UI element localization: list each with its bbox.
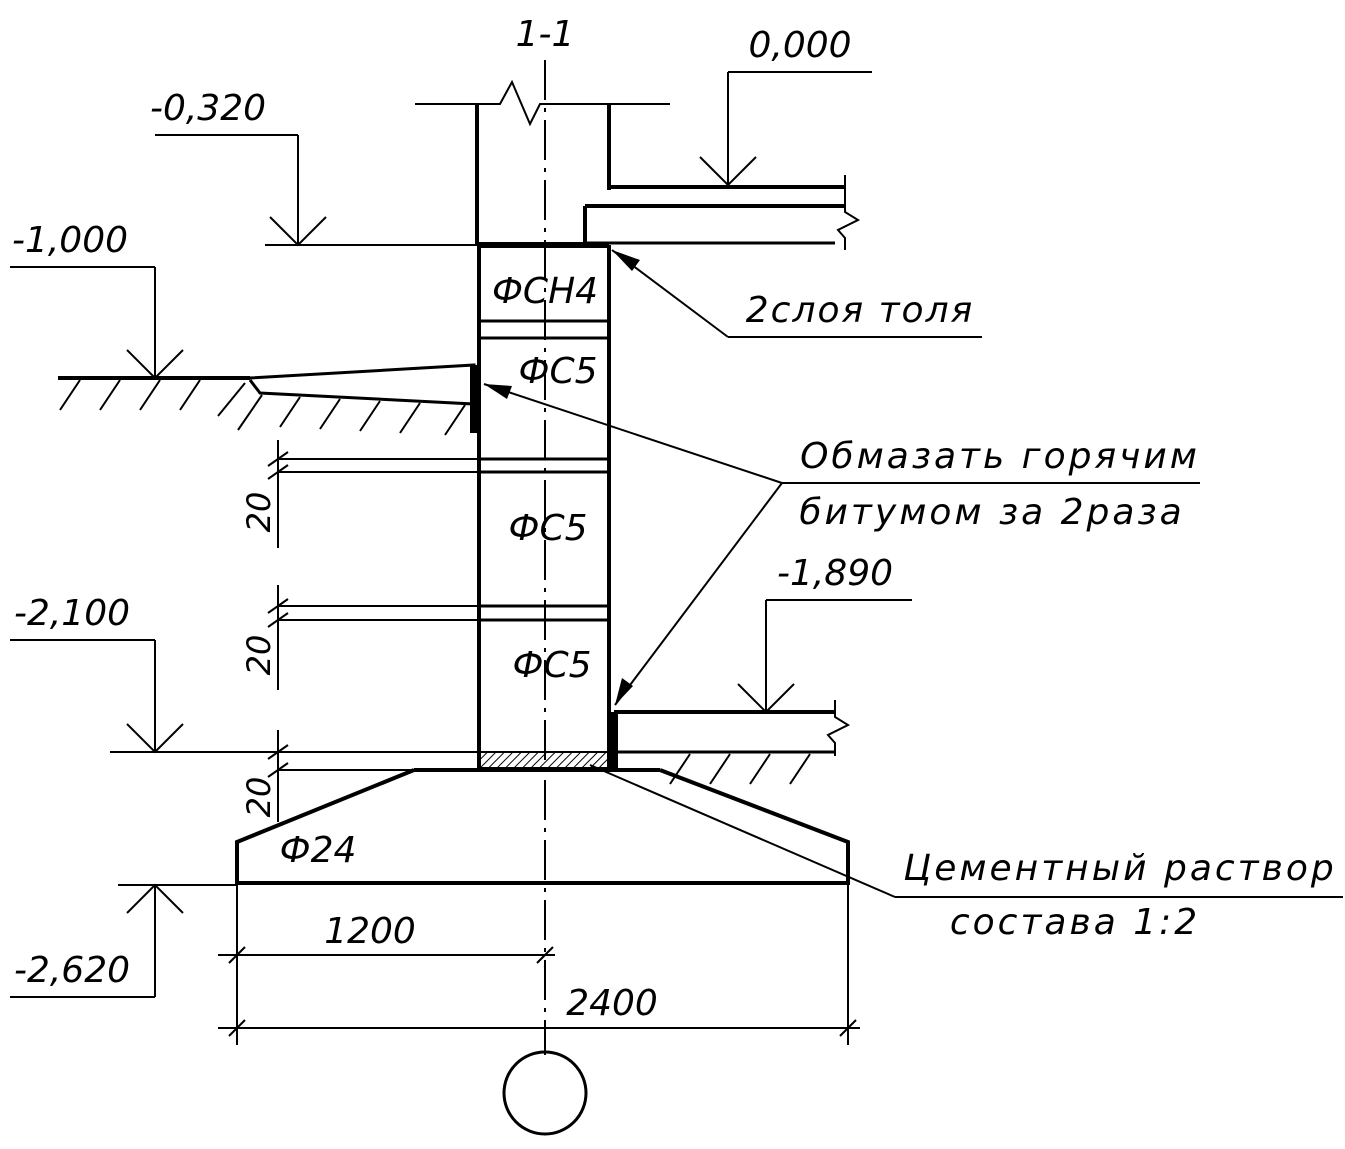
elevation-ground: -1,000	[12, 220, 128, 261]
leader-mortar	[589, 764, 1343, 898]
elevation-plinth: -0,320	[150, 88, 266, 129]
block-label-upper: ФС5	[518, 351, 597, 392]
elevation-block-base: -2,100	[14, 593, 130, 634]
section-label: 1-1	[516, 14, 575, 55]
elevation-mark-footing-base	[10, 883, 237, 998]
axis-marker-circle	[502, 1050, 588, 1136]
note-bitumen-line1: Обмазать горячим	[800, 436, 1200, 477]
wall-above	[415, 79, 670, 245]
joint-dim-lower: 20	[240, 777, 278, 818]
note-mortar-line1: Цементный раствор	[903, 848, 1336, 889]
elevation-mark-basement	[737, 599, 912, 714]
note-bitumen-line2: битумом за 2раза	[799, 492, 1184, 533]
leader-roofing	[611, 249, 982, 338]
floor-slab	[583, 175, 861, 250]
joint-dimension-lines	[267, 440, 479, 822]
block-label-footing: Ф24	[280, 830, 357, 871]
dim-half-width: 1200	[324, 911, 416, 952]
width-dimension-lines	[218, 883, 860, 1045]
elevation-mark-plinth	[155, 134, 477, 247]
dim-full-width: 2400	[566, 983, 658, 1024]
ground-left	[58, 363, 476, 436]
block-label-lower: ФС5	[512, 645, 591, 686]
note-mortar-line2: состава 1:2	[950, 902, 1200, 943]
elevation-mark-ground	[10, 266, 184, 380]
elevation-mark-block-base	[10, 639, 479, 754]
leader-bitumen	[483, 383, 1200, 706]
mortar-bed	[478, 751, 610, 769]
block-label-middle: ФС5	[508, 508, 587, 549]
block-label-top: ФСН4	[492, 271, 598, 312]
wall-blocks	[470, 242, 618, 769]
elevation-basement-floor: -1,890	[777, 553, 893, 594]
elevation-mark-floor	[699, 71, 872, 187]
joint-dim-upper: 20	[240, 492, 278, 533]
elevation-footing-base: -2,620	[14, 950, 130, 991]
elevation-floor: 0,000	[748, 25, 851, 66]
note-roofing: 2слоя толя	[746, 290, 975, 331]
joint-dim-middle: 20	[240, 635, 278, 676]
